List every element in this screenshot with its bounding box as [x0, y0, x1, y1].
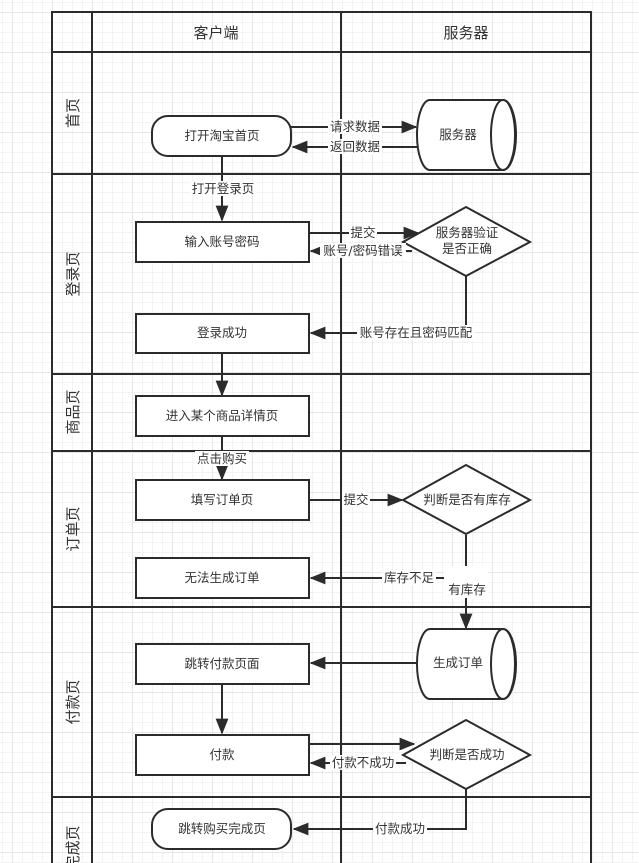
- node-pay[interactable]: 付款: [135, 734, 310, 776]
- node-label: 跳转购买完成页: [178, 821, 266, 836]
- lane-label-complete: 完成页: [64, 825, 82, 863]
- lane-label-login: 登录页: [64, 251, 82, 296]
- node-label: 生成订单: [433, 655, 483, 670]
- lane-label-home: 首页: [64, 98, 82, 128]
- node-payment-decision[interactable]: 判断是否成功: [400, 718, 533, 791]
- node-goto-payment[interactable]: 跳转付款页面: [135, 643, 310, 685]
- node-label: 服务器: [439, 127, 477, 142]
- edge-labels: 请求数据 返回数据 打开登录页 提交 账号/密码错误 账号存在且密码匹配 点击购…: [190, 119, 488, 836]
- lane-label-order: 订单页: [64, 506, 82, 551]
- node-label: 判断是否成功: [429, 747, 504, 762]
- node-stock-decision[interactable]: 判断是否有库存: [400, 463, 533, 536]
- node-label: 打开淘宝首页: [184, 128, 259, 143]
- node-label-line2: 是否正确: [442, 241, 492, 256]
- node-server-cylinder[interactable]: 服务器: [416, 99, 517, 171]
- node-label: 跳转付款页面: [184, 656, 259, 671]
- node-label-line1: 服务器验证: [436, 225, 499, 240]
- node-fill-order[interactable]: 填写订单页: [135, 479, 310, 521]
- edge-label-out-of-stock: 库存不足: [384, 570, 435, 585]
- node-enter-credentials[interactable]: 输入账号密码: [135, 221, 310, 263]
- edge-label-submit-order: 提交: [343, 492, 368, 507]
- edge-label-return-data: 返回数据: [330, 139, 380, 154]
- edge-label-submit: 提交: [350, 225, 375, 240]
- node-label: 付款: [209, 747, 235, 762]
- edge-label-in-stock: 有库存: [448, 582, 486, 597]
- lane-label-product: 商品页: [64, 389, 82, 434]
- edge-pay-success: [292, 789, 467, 836]
- swimlane-frame: [51, 11, 592, 863]
- edge-label-pay-success: 付款成功: [375, 821, 425, 836]
- node-label: 进入某个商品详情页: [166, 408, 279, 423]
- edge-label-click-buy: 点击购买: [197, 451, 247, 466]
- column-header-client: 客户端: [193, 24, 238, 42]
- node-label: 填写订单页: [191, 492, 254, 507]
- node-label: 输入账号密码: [184, 234, 259, 249]
- edge-label-credential-match: 账号存在且密码匹配: [360, 325, 473, 340]
- node-goto-complete[interactable]: 跳转购买完成页: [151, 808, 292, 850]
- edge-label-credential-error: 账号/密码错误: [323, 243, 403, 258]
- lane-label-payment: 付款页: [64, 679, 82, 724]
- node-generate-order-cylinder[interactable]: 生成订单: [416, 628, 517, 700]
- node-label: 登录成功: [197, 325, 247, 340]
- node-verify-decision[interactable]: 服务器验证 是否正确: [400, 205, 533, 278]
- node-order-failed[interactable]: 无法生成订单: [135, 557, 310, 599]
- node-login-success[interactable]: 登录成功: [135, 313, 310, 354]
- column-header-server: 服务器: [443, 24, 488, 42]
- edge-label-open-login: 打开登录页: [192, 181, 255, 196]
- edge-label-request-data: 请求数据: [330, 119, 380, 134]
- node-open-home[interactable]: 打开淘宝首页: [151, 115, 292, 157]
- node-product-detail[interactable]: 进入某个商品详情页: [135, 395, 310, 437]
- node-label: 判断是否有库存: [423, 492, 511, 507]
- edge-label-pay-failed: 付款不成功: [332, 755, 395, 770]
- outer-frame: [51, 11, 592, 863]
- node-label: 无法生成订单: [184, 570, 259, 585]
